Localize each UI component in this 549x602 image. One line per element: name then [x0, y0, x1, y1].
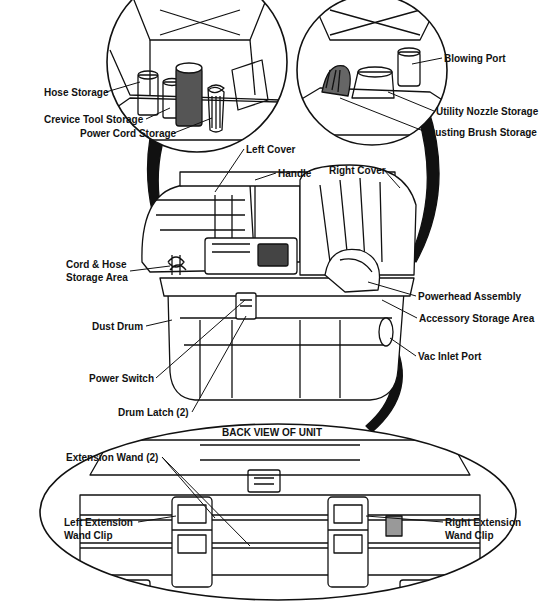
line-art: [80, 495, 480, 602]
line-art: [325, 249, 380, 292]
line-art: [156, 300, 245, 378]
part-label: Vac Inlet Port: [418, 350, 481, 363]
line-art: [398, 52, 420, 86]
line-art: [80, 574, 480, 575]
inset-outline: [40, 424, 516, 600]
part-label: Dusting Brush Storage: [428, 126, 537, 139]
line-art: [176, 63, 202, 73]
part-label: Dust Drum: [92, 320, 143, 333]
line-art: [146, 108, 170, 119]
part-label: BACK VIEW OF UNIT: [222, 426, 322, 439]
line-art: [172, 497, 212, 587]
line-art: [384, 170, 400, 188]
line-art: [212, 244, 250, 252]
line-art: [258, 244, 288, 266]
line-art: [178, 535, 206, 553]
inset-outline: [297, 0, 447, 145]
line-art: [138, 516, 176, 522]
line-art: [130, 0, 270, 40]
line-art: [254, 478, 274, 484]
line-art: [80, 515, 480, 548]
vacuum-body: [142, 165, 416, 400]
line-art: [168, 292, 404, 400]
part-label: Blowing Port: [444, 52, 506, 65]
line-art: [255, 173, 276, 180]
line-art: [162, 457, 250, 546]
line-art: [174, 118, 212, 133]
line-art: [138, 71, 158, 79]
line-art: [205, 238, 297, 274]
part-label: Power Switch: [89, 372, 154, 385]
line-art: [200, 445, 360, 460]
part-label: Right Cover: [329, 164, 386, 177]
part-label: Cord & Hose Storage Area: [66, 258, 130, 284]
line-art: [248, 470, 280, 492]
line-art: [358, 67, 392, 77]
line-art: [334, 505, 362, 523]
line-art: [138, 75, 158, 115]
back-view: [40, 420, 520, 602]
line-art: [388, 92, 434, 111]
line-art: [168, 255, 186, 275]
line-art: [412, 58, 442, 64]
part-label: Drum Latch (2): [118, 406, 189, 419]
line-art: [40, 420, 520, 602]
line-art: [146, 320, 172, 326]
line-art: [322, 66, 350, 96]
line-art: [379, 318, 393, 346]
line-art: [366, 516, 443, 522]
line-art: [192, 316, 246, 412]
part-label: Left Extension Wand Clip: [64, 516, 138, 542]
part-label: Extension Wand (2): [66, 451, 158, 464]
line-art: [310, 0, 440, 40]
part-label: Handle: [278, 167, 311, 180]
part-label: Utility Nozzle Storage: [436, 105, 538, 118]
part-label: Power Cord Storage: [80, 127, 176, 140]
line-art: [176, 68, 202, 126]
line-art: [334, 535, 362, 553]
line-art: [180, 318, 392, 345]
part-label: Accessory Storage Area: [419, 312, 534, 325]
line-art: [398, 48, 420, 56]
line-art: [382, 300, 417, 318]
line-art: [390, 338, 416, 356]
line-art: [130, 266, 170, 271]
line-art: [212, 96, 220, 129]
line-art: [340, 98, 426, 132]
part-label: Powerhead Assembly: [418, 290, 521, 303]
line-art: [208, 85, 224, 132]
line-art: [368, 282, 416, 296]
line-art: [340, 259, 372, 272]
line-art: [178, 505, 206, 523]
part-label: Left Cover: [246, 143, 295, 156]
line-art: [172, 529, 212, 530]
part-label: Right Extension Wand Clip: [445, 516, 523, 542]
line-art: [106, 82, 140, 92]
line-art: [160, 10, 240, 35]
line-art: [330, 10, 420, 35]
line-art: [215, 149, 244, 192]
line-art: [328, 529, 368, 530]
part-label: Hose Storage: [44, 86, 108, 99]
line-art: [200, 320, 340, 398]
line-art: [326, 70, 340, 92]
line-art: [232, 60, 268, 110]
part-label: Crevice Tool Storage: [44, 113, 143, 126]
line-art: [300, 88, 450, 135]
line-art: [328, 497, 368, 587]
line-art: [236, 293, 256, 319]
